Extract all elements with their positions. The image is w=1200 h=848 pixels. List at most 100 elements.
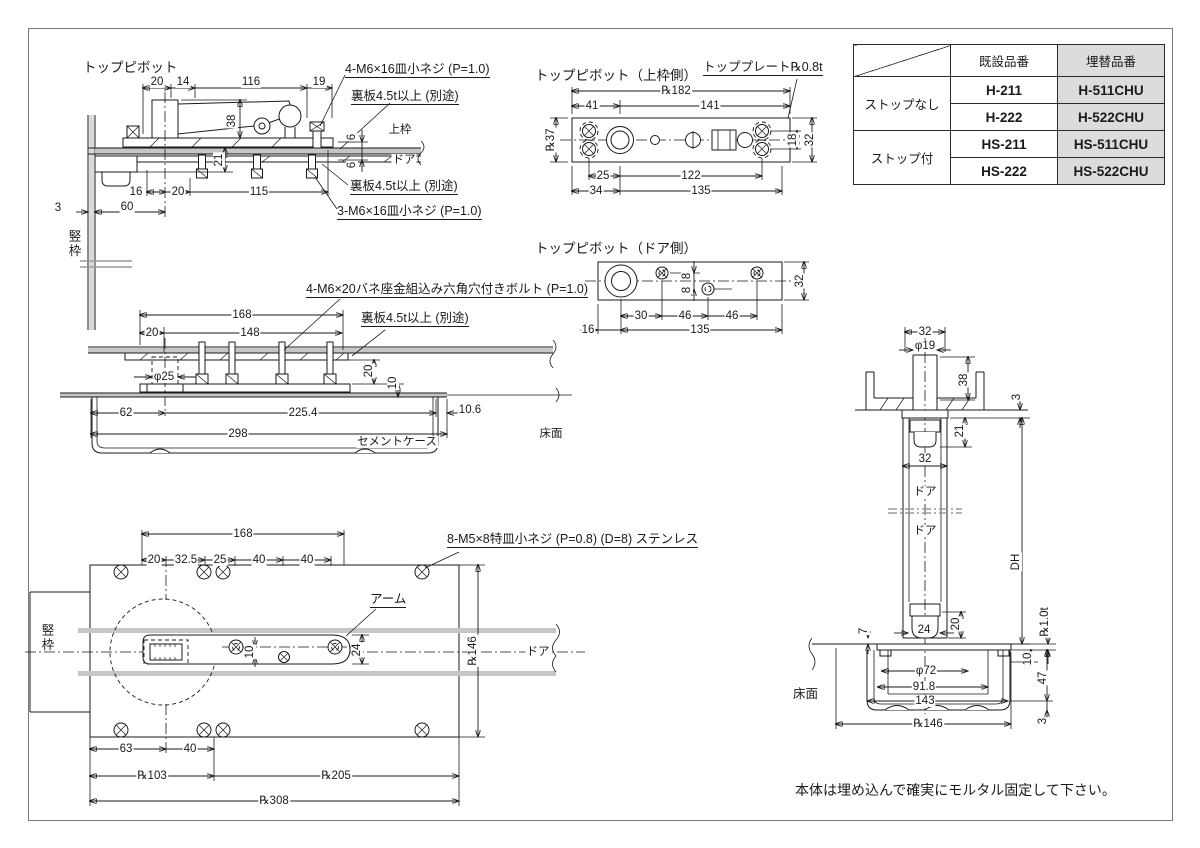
dim-label: 10 (1021, 651, 1035, 667)
cement-case-label: セメントケース (356, 435, 438, 449)
dim-label: 19 (311, 75, 327, 89)
arm-label: アーム (370, 592, 407, 609)
dim-label: 168 (231, 308, 253, 322)
dim-label: 10.6 (457, 403, 483, 417)
back-plate-label: 裏板4.5t以上 (別途) (361, 311, 469, 328)
dim-label: 20 (170, 185, 186, 199)
dim-label: 40 (299, 553, 315, 567)
dim-label: 21 (212, 152, 226, 168)
dim-label: 91.8 (911, 680, 937, 694)
part-existing: H-222 (950, 103, 1058, 131)
dim-label: ℞37 (544, 127, 558, 153)
dim-label: 3 (53, 201, 63, 215)
back-plate-label: 裏板4.5t以上 (別途) (351, 89, 459, 106)
part-existing: HS-211 (950, 130, 1058, 158)
dim-label: 143 (914, 694, 936, 708)
dim-label: 32.5 (173, 553, 199, 567)
dim-label: 135 (689, 323, 711, 337)
back-plate-label: 裏板4.5t以上 (別途) (350, 179, 458, 196)
dim-label: ℞103 (136, 769, 168, 783)
floor-label: 床面 (538, 427, 564, 441)
vertical-frame-label: 竪枠 (39, 623, 54, 653)
bolt-spec-label: 4-M6×20バネ座金組込み六角穴付きボルト (P=1.0) (306, 282, 588, 299)
floor-label: 床面 (793, 687, 819, 701)
door-label: ドア (912, 485, 938, 499)
dim-label: 32 (803, 132, 817, 148)
dim-label: 116 (240, 75, 262, 89)
dim-label: 148 (239, 326, 261, 340)
dim-label: 225.4 (287, 406, 319, 420)
dim-label: ℞1.0t (1038, 606, 1052, 638)
part-replacement: HS-522CHU (1057, 157, 1165, 185)
dim-label: 115 (248, 185, 270, 199)
dim-label: 32 (917, 452, 933, 466)
dim-label: ℞146 (912, 717, 944, 731)
dim-label: 8 (680, 285, 694, 295)
title-frame-side: トップピボット（上枠側） (535, 68, 697, 83)
dim-label: ℞205 (320, 769, 352, 783)
screw-spec-label: 4-M6×16皿小ネジ (P=1.0) (345, 62, 490, 79)
dim-label: ℞182 (660, 84, 692, 98)
dim-label: 135 (690, 184, 712, 198)
dim-label: 25 (212, 553, 228, 567)
dim-label: 40 (182, 742, 198, 756)
door-label: ドア (525, 645, 551, 659)
dim-label: 24 (916, 623, 932, 637)
door-label: ドア (391, 153, 417, 167)
dim-label: 46 (724, 309, 740, 323)
title-top-pivot: トップピボット (83, 60, 178, 75)
dim-label: 63 (118, 742, 134, 756)
dim-label: 10 (243, 644, 257, 660)
dim-label: 24 (350, 642, 364, 658)
dim-label: φ19 (913, 339, 937, 353)
drawing-border (28, 28, 1173, 821)
dim-label: 3 (1036, 716, 1050, 726)
dim-label: 6 (345, 132, 359, 142)
top-frame-label: 上枠 (387, 123, 413, 137)
col-header-replacement: 埋替品番 (1057, 44, 1165, 77)
g-door-elevation (808, 327, 1056, 729)
dim-label: ℞308 (258, 794, 290, 808)
dim-label: 168 (232, 527, 254, 541)
vertical-frame-label: 竪枠 (66, 229, 81, 259)
dim-label: 47 (1036, 670, 1050, 686)
table-corner-cell (853, 44, 951, 77)
dim-label: 40 (251, 553, 267, 567)
dim-label: 10 (386, 375, 400, 391)
dim-label: 38 (957, 372, 971, 388)
dim-label: φ25 (152, 370, 176, 384)
door-label: ドア (912, 524, 938, 538)
dim-label: φ72 (914, 664, 938, 678)
dim-label: 7 (857, 626, 871, 636)
dim-label: 60 (119, 200, 135, 214)
dim-label: 8 (680, 271, 694, 281)
dim-label: DH (1009, 552, 1023, 572)
dim-label: 18 (786, 132, 800, 148)
dim-label: 20 (149, 75, 165, 89)
dim-label: 14 (175, 75, 191, 89)
dim-label: 20 (144, 326, 160, 340)
dim-label: 298 (227, 427, 249, 441)
title-door-side: トップピボット（ドア側） (535, 241, 697, 256)
dim-label: ℞146 (466, 635, 480, 667)
dim-label: 16 (128, 185, 144, 199)
g-floor-hinge-section (60, 298, 572, 454)
dim-label: 6 (345, 160, 359, 170)
mortar-fixing-note: 本体は埋め込んで確実にモルタル固定して下さい。 (795, 782, 1116, 798)
dim-label: 21 (953, 423, 967, 439)
screw-spec-label: 8-M5×8特皿小ネジ (P=0.8) (D=8) ステンレス (447, 532, 699, 549)
dim-label: 3 (1010, 392, 1024, 402)
part-replacement: H-511CHU (1057, 76, 1165, 104)
dim-label: 20 (146, 553, 162, 567)
dim-label: 38 (225, 113, 239, 129)
part-replacement: H-522CHU (1057, 103, 1165, 131)
row-group-no-stop: ストップなし (853, 76, 951, 131)
dim-label: 32 (917, 325, 933, 339)
dim-label: 30 (633, 309, 649, 323)
g-plan-view (25, 530, 585, 806)
dim-label: 62 (118, 406, 134, 420)
dim-label: 141 (699, 99, 721, 113)
dim-label: 20 (362, 363, 376, 379)
part-replacement: HS-511CHU (1057, 130, 1165, 158)
